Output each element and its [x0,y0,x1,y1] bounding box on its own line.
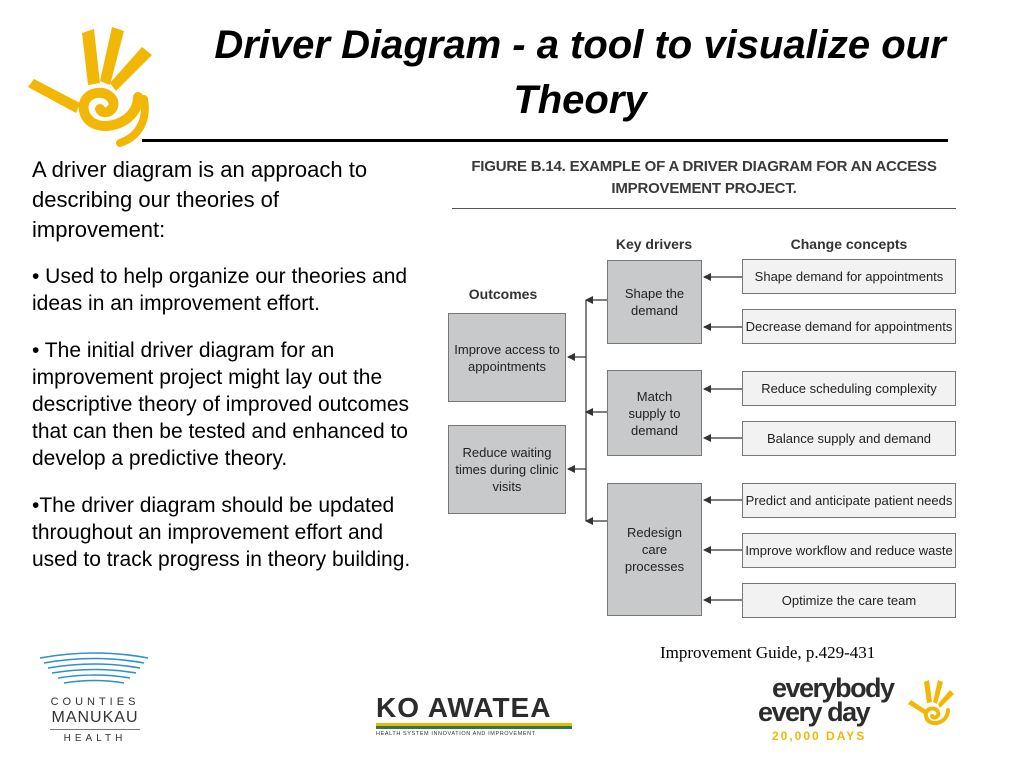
counties-manukau-logo: COUNTIES MANUKAU HEALTH [30,652,160,752]
eed-days: 20,000 DAYS [772,729,867,743]
cmh-rule [50,729,140,730]
bullet-3: •The driver diagram should be updated th… [32,494,411,571]
everybody-every-day-logo: everybody every day 20,000 DAYS [758,673,958,746]
outcome-box-2: Reduce waiting times during clinic visit… [448,425,566,514]
concept-box-6: Improve workflow and reduce waste [742,533,956,568]
citation: Improvement Guide, p.429-431 [660,643,876,662]
header-outcomes: Outcomes [468,286,538,302]
figure-rule [452,208,956,209]
concept-box-7: Optimize the care team [742,583,956,618]
cmh-line-1: COUNTIES [50,696,140,708]
title-divider [142,139,948,142]
cmh-line-2: MANUKAU [51,709,139,726]
eed-line-1: everybody [772,673,895,703]
outcome-box-1: Improve access to appointments [448,313,566,402]
intro-paragraph: A driver diagram is an approach to descr… [32,157,368,242]
ko-awatea-tagline: HEALTH SYSTEM INNOVATION AND IMPROVEMENT [376,731,536,737]
header-key-drivers: Key drivers [615,236,693,252]
body-text: A driver diagram is an approach to descr… [32,155,417,593]
ko-awatea-name: KO AWATEA [376,692,552,723]
cmh-line-3: HEALTH [63,733,127,744]
driver-box-3: Redesign care processes [607,483,702,616]
eed-line-2: every day [758,697,871,727]
figure-caption-line-2: IMPROVEMENT PROJECT. [611,180,797,197]
driver-box-2: Match supply to demand [607,370,702,456]
small-sun-hand-icon [908,680,954,726]
ko-awatea-logo: KO AWATEA HEALTH SYSTEM INNOVATION AND I… [376,693,576,737]
header-change-concepts: Change concepts [790,236,908,252]
concept-box-3: Reduce scheduling complexity [742,371,956,406]
concept-box-1: Shape demand for appointments [742,259,956,294]
sun-hand-logo-icon [28,27,152,147]
figure-caption: FIGURE B.14. EXAMPLE OF A DRIVER DIAGRAM… [452,156,956,200]
ko-awatea-stripe-icon [376,723,572,729]
bullet-1: • Used to help organize our theories and… [32,265,408,315]
figure-caption-line-1: FIGURE B.14. EXAMPLE OF A DRIVER DIAGRAM… [471,158,937,175]
wave-logo-icon [39,652,149,684]
slide-title: Driver Diagram - a tool to visualize our… [214,23,946,122]
concept-box-2: Decrease demand for appointments [742,309,956,344]
concept-box-5: Predict and anticipate patient needs [742,483,956,518]
driver-box-1: Shape the demand [607,260,702,344]
concept-box-4: Balance supply and demand [742,421,956,456]
bullet-2: • The initial driver diagram for an impr… [32,339,410,470]
